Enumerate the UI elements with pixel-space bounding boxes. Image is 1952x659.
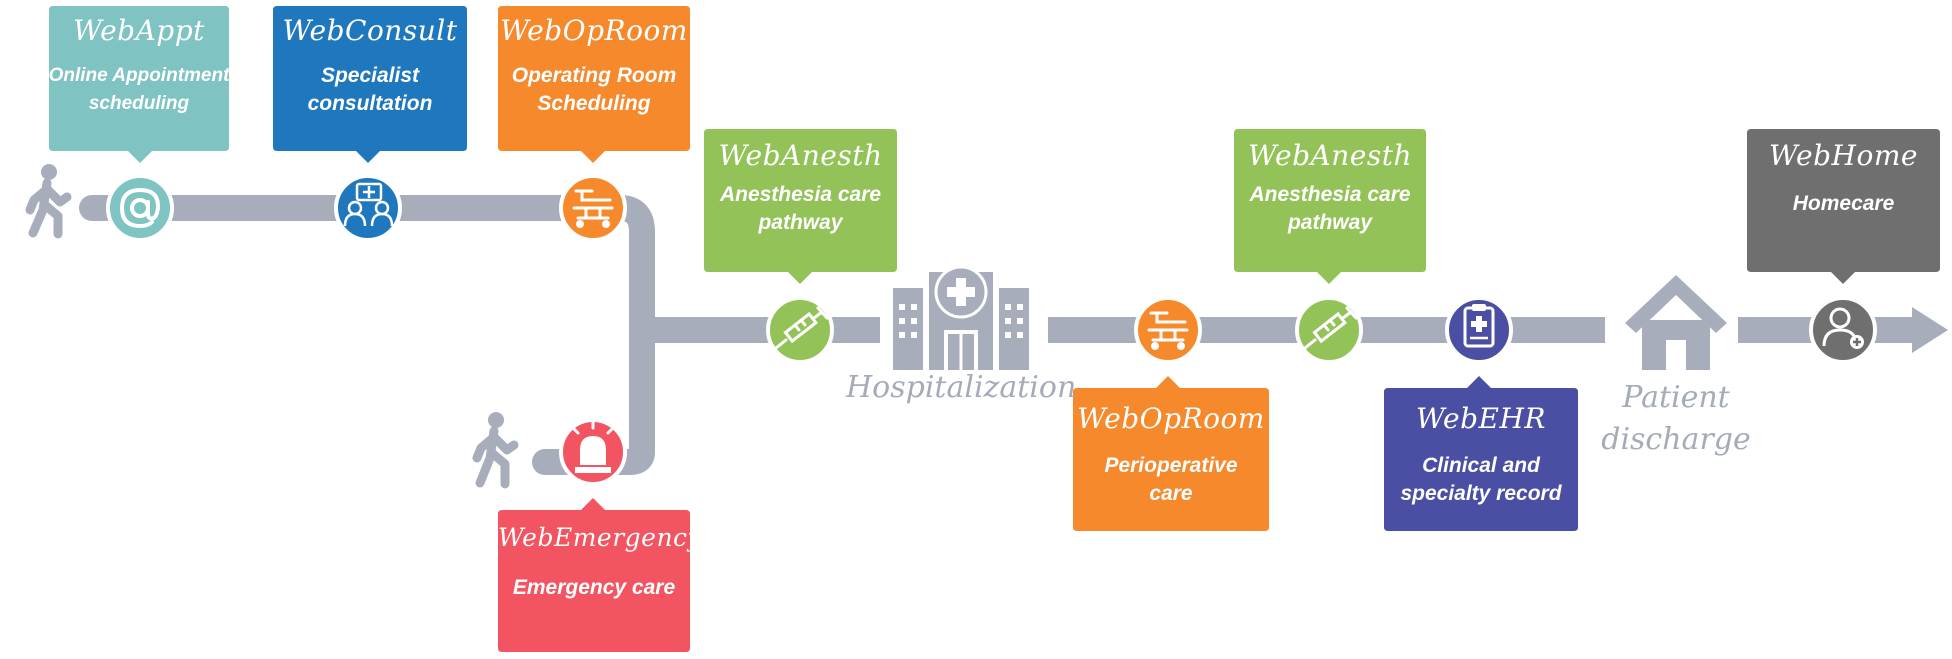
node-oproom-top[interactable] <box>559 174 627 242</box>
card-webhome[interactable] <box>1747 129 1940 284</box>
node-anesth-1[interactable] <box>766 296 834 364</box>
at-icon <box>119 187 161 229</box>
syringe-icon <box>774 306 829 350</box>
operating-bed-icon <box>572 189 614 228</box>
node-emergency[interactable] <box>559 418 627 486</box>
node-anesth-2[interactable] <box>1295 296 1363 364</box>
alarm-light-icon <box>571 420 615 473</box>
module-cards <box>49 6 1940 652</box>
card-weboproom-perioperative[interactable] <box>1073 376 1269 531</box>
card-webehr[interactable] <box>1384 376 1578 531</box>
card-webconsult[interactable] <box>273 6 467 163</box>
pathway-nodes <box>106 174 1877 486</box>
walking-person-icon <box>472 412 519 489</box>
card-webanesth-2[interactable] <box>1234 129 1426 284</box>
card-webappt[interactable] <box>49 6 229 163</box>
node-consult[interactable] <box>334 174 402 242</box>
walking-person-icon <box>25 164 72 239</box>
consultation-icon <box>343 182 394 227</box>
node-oproom-periop[interactable] <box>1134 296 1202 364</box>
patient-plus-icon <box>1822 307 1864 349</box>
clipboard-icon <box>1463 304 1495 348</box>
house-icon <box>1625 275 1727 370</box>
arrow-head-icon <box>1912 307 1948 353</box>
card-webanesth-1[interactable] <box>704 129 897 284</box>
syringe-icon <box>1303 306 1358 350</box>
card-weboproom-scheduling[interactable] <box>498 6 690 163</box>
hospital-building-icon <box>893 265 1029 370</box>
card-webemergency[interactable] <box>498 498 690 652</box>
operating-bed-icon <box>1147 311 1189 350</box>
node-ehr[interactable] <box>1445 296 1513 364</box>
node-appointment[interactable] <box>106 174 174 242</box>
node-homecare[interactable] <box>1809 296 1877 364</box>
